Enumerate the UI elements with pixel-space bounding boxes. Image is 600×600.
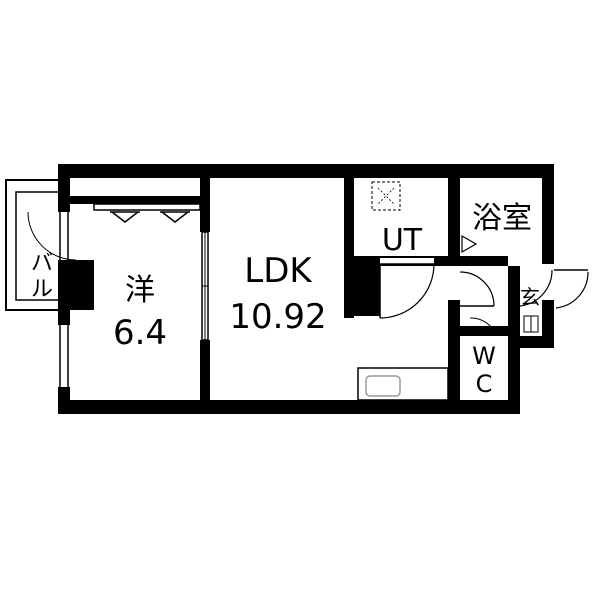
bath-door	[461, 234, 478, 254]
exterior-walls	[58, 164, 554, 414]
washer-space	[371, 181, 401, 211]
pillar-center	[344, 264, 380, 316]
balcony: バ ル	[5, 179, 61, 311]
ldk-room-size: 10.92	[229, 297, 326, 337]
bath-room-name: 浴室	[472, 201, 532, 236]
balcony-label-bottom: ル	[31, 277, 53, 302]
entrance-label: 玄	[520, 285, 540, 309]
pillar-west	[70, 260, 94, 310]
balcony-label-top: バ	[31, 251, 53, 276]
ut-door	[379, 258, 435, 319]
ut-room-name: UT	[382, 223, 423, 258]
wc-label-top: W	[472, 342, 496, 370]
ldk-room-name: LDK	[244, 251, 313, 291]
kitchen-counter	[357, 367, 449, 401]
closet	[93, 203, 201, 223]
western-room-name: 洋	[125, 273, 155, 308]
entrance-door	[519, 264, 589, 333]
wc-label-bottom: C	[476, 370, 493, 398]
western-room-size: 6.4	[113, 313, 167, 353]
west-window	[27, 211, 77, 387]
wc-door	[448, 266, 497, 337]
sliding-doors	[201, 231, 209, 341]
